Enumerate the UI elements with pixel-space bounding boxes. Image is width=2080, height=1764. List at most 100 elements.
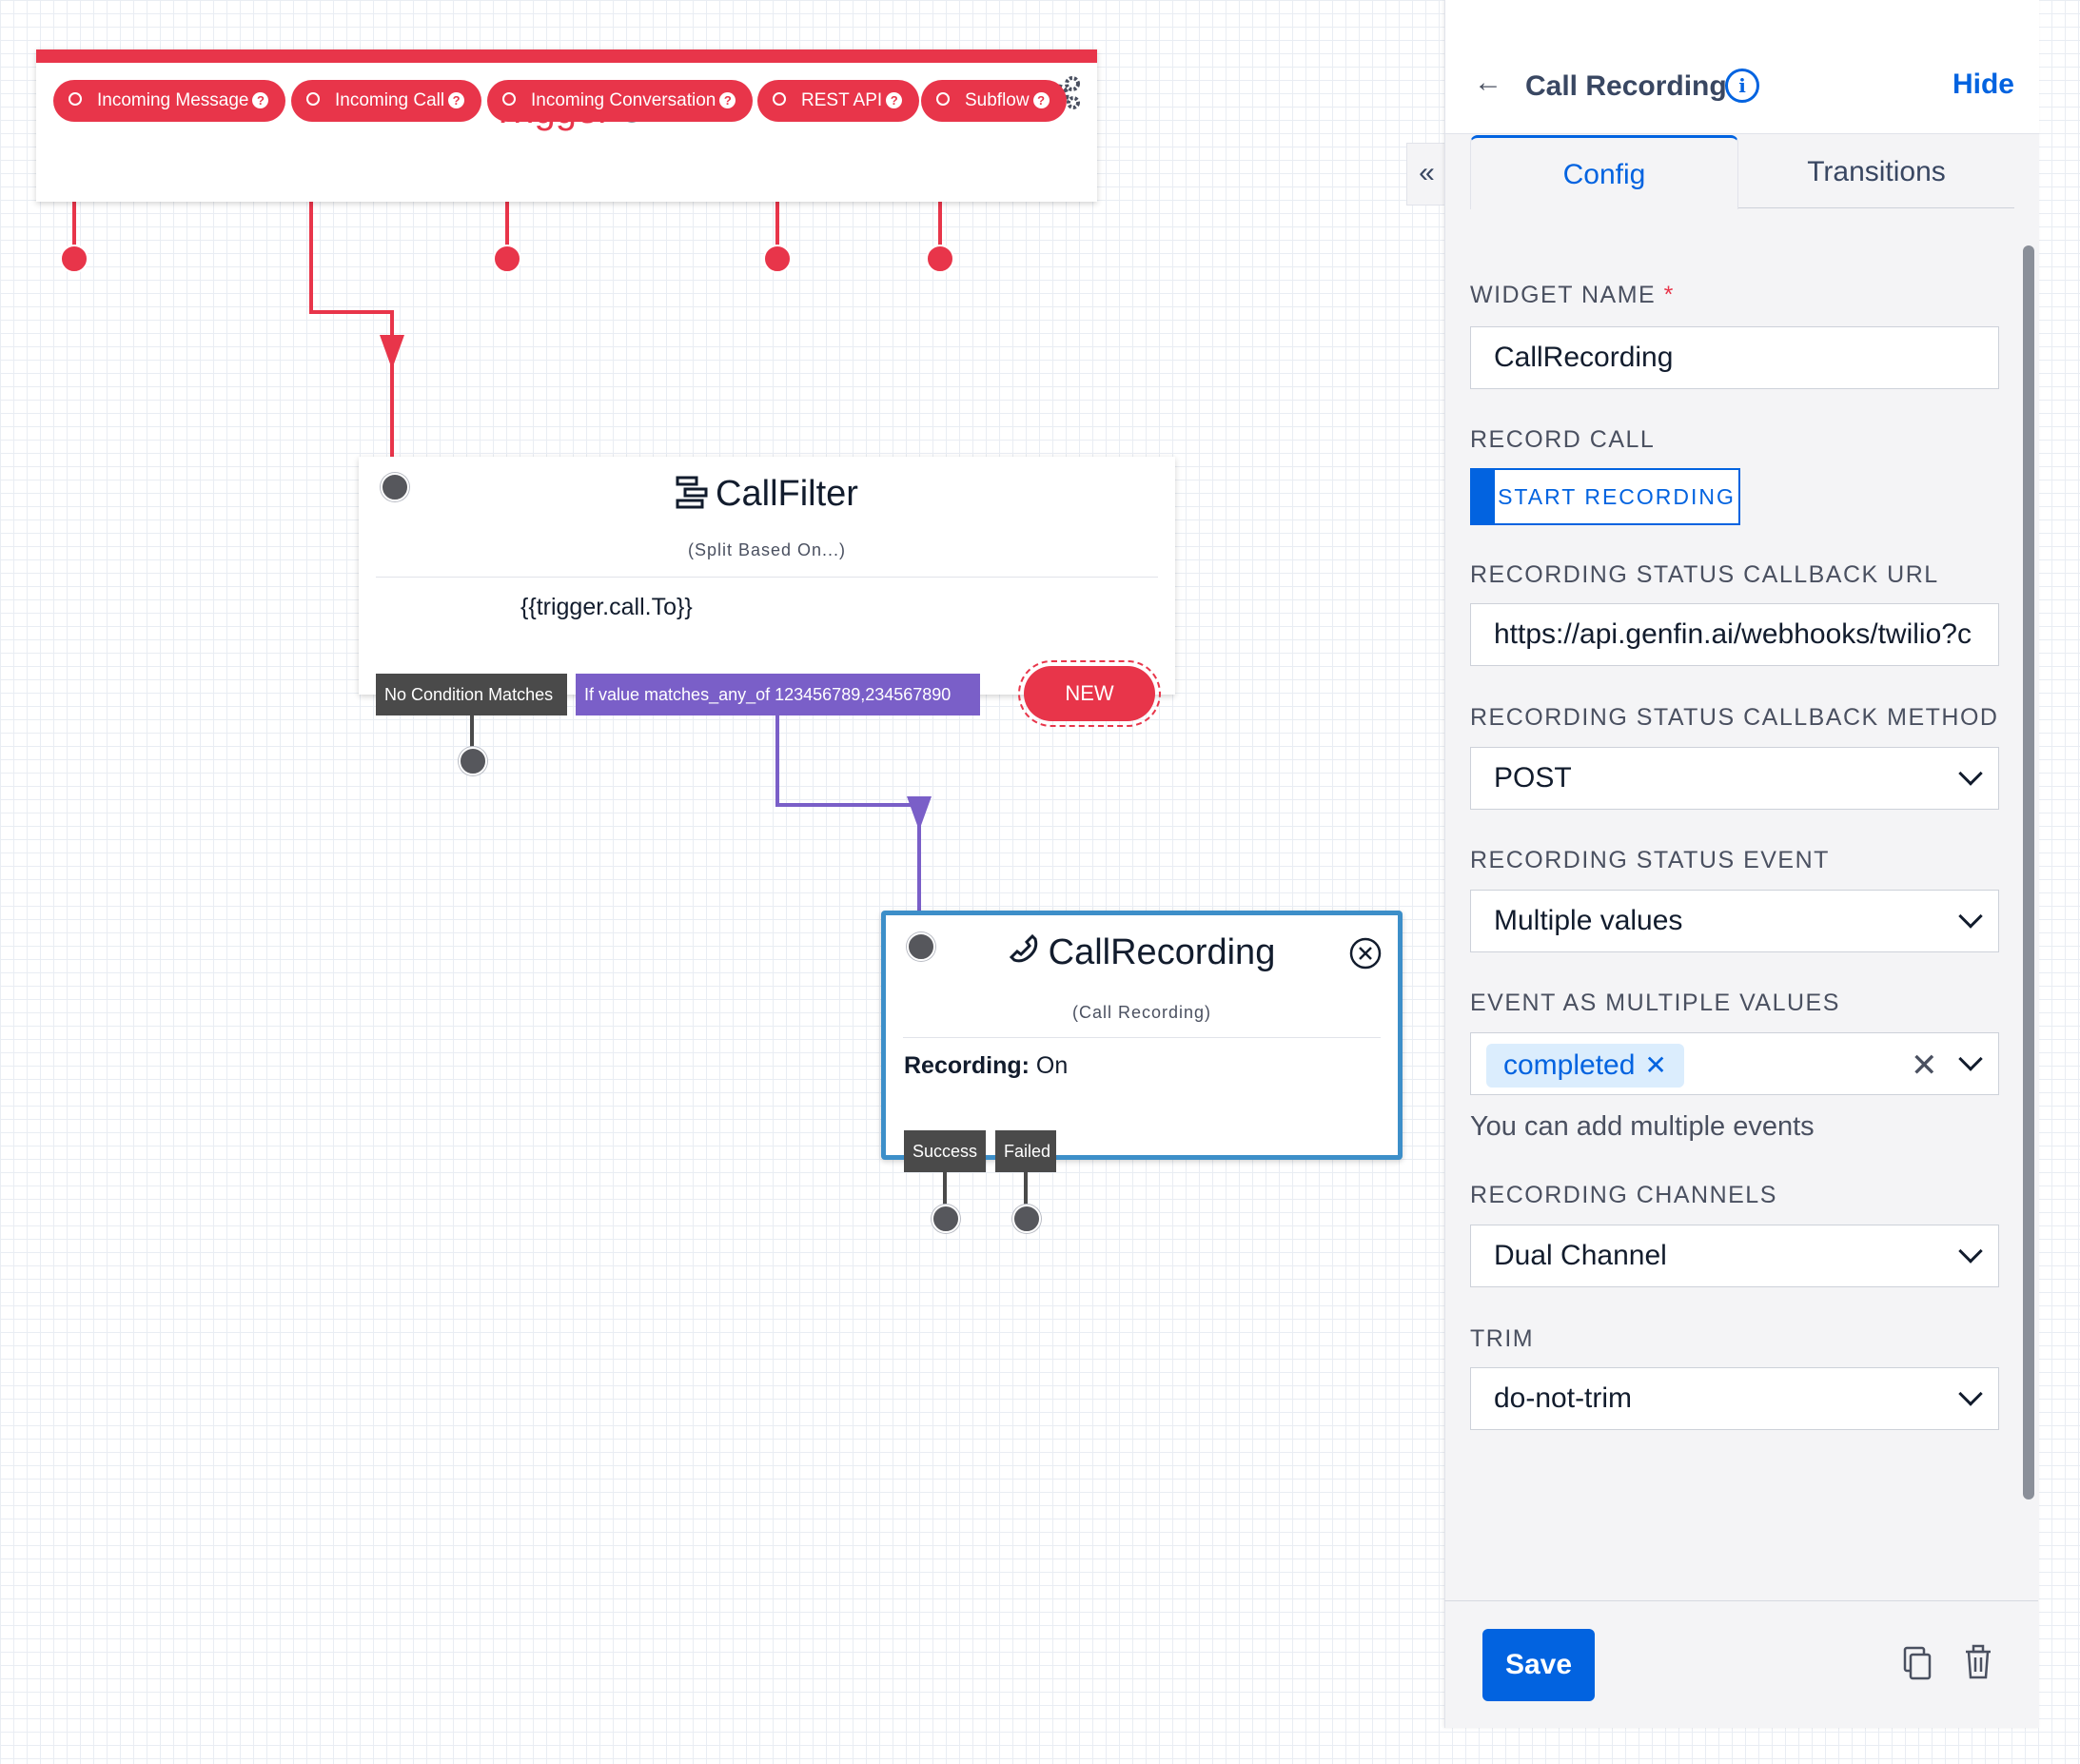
callback-method-select[interactable]: POST — [1470, 747, 1999, 810]
channels-label: RECORDING CHANNELS — [1470, 1182, 1777, 1208]
close-circle-icon[interactable] — [1348, 936, 1383, 975]
chevron-down-icon — [1958, 1239, 1983, 1264]
event-multi-help: You can add multiple events — [1470, 1111, 1815, 1142]
copy-icon[interactable] — [1903, 1646, 1932, 1680]
help-icon[interactable]: ? — [252, 92, 269, 108]
status-event-select[interactable]: Multiple values — [1470, 890, 1999, 952]
recording-label: Recording: — [904, 1052, 1030, 1079]
help-icon[interactable]: ? — [719, 92, 736, 108]
pill-label: Subflow — [965, 90, 1030, 110]
trigger-port-subflow — [926, 245, 954, 273]
port-ring-icon — [773, 92, 786, 106]
trigger-pill-subflow[interactable]: Subflow? — [921, 80, 1067, 122]
arrow-incoming-call — [380, 335, 404, 369]
panel-header: ← Call Recording i Hide — [1445, 0, 2039, 134]
panel-scrollbar[interactable] — [2023, 245, 2034, 1499]
widget-name-input[interactable]: CallRecording — [1470, 326, 1999, 389]
trigger-port-rest-api — [763, 245, 792, 273]
status-event-label: RECORDING STATUS EVENT — [1470, 847, 1830, 873]
remove-chip-icon[interactable]: ✕ — [1644, 1050, 1667, 1080]
status-event-value: Multiple values — [1494, 905, 1683, 936]
channels-value: Dual Channel — [1494, 1240, 1667, 1271]
port-ring-icon — [69, 92, 82, 106]
failed-port[interactable] — [1012, 1205, 1041, 1233]
trim-value: do-not-trim — [1494, 1382, 1633, 1414]
recording-value: On — [1035, 1052, 1069, 1079]
arrow-left-icon[interactable]: ← — [1474, 67, 1502, 98]
no-condition-port[interactable] — [459, 747, 487, 775]
callrecording-subtitle: (Call Recording) — [1071, 1003, 1212, 1022]
tab-config[interactable]: Config — [1470, 135, 1738, 209]
phone-icon — [1009, 933, 1041, 975]
event-chip-completed[interactable]: completed✕ — [1486, 1044, 1684, 1088]
clear-all-icon[interactable]: ✕ — [1911, 1048, 1938, 1084]
trim-select[interactable]: do-not-trim — [1470, 1367, 1999, 1430]
hide-link[interactable]: Hide — [1952, 69, 2014, 100]
transition-condition[interactable]: If value matches_any_of 123456789,234567… — [576, 674, 980, 715]
chevron-down-icon — [1958, 1047, 1983, 1071]
port-ring-icon — [306, 92, 320, 106]
arrow-condition — [907, 796, 932, 831]
start-recording-toggle[interactable]: START RECORDING — [1470, 468, 1740, 525]
callfilter-title-row: CallFilter — [359, 474, 1175, 519]
trigger-port-incoming-message — [60, 245, 88, 273]
callback-url-input[interactable]: https://api.genfin.ai/webhooks/twilio?c — [1470, 603, 1999, 666]
event-multi-label: EVENT AS MULTIPLE VALUES — [1470, 990, 1840, 1016]
success-port[interactable] — [932, 1205, 960, 1233]
trim-label: TRIM — [1470, 1325, 1535, 1352]
divider — [903, 1037, 1381, 1038]
channels-select[interactable]: Dual Channel — [1470, 1225, 1999, 1287]
flow-connections — [60, 183, 1028, 1208]
callback-method-value: POST — [1494, 762, 1572, 794]
chevron-down-icon — [1958, 904, 1983, 929]
config-panel: ← Call Recording i Hide — [1444, 0, 2039, 1728]
footer-divider — [1444, 1600, 2038, 1601]
trigger-pill-incoming-call[interactable]: Incoming Call? — [291, 80, 482, 122]
transition-success[interactable]: Success — [904, 1130, 986, 1172]
callrecording-title: CallRecording — [1048, 932, 1276, 972]
trigger-pill-rest-api[interactable]: REST API? — [757, 80, 920, 122]
callrecording-input-port[interactable] — [907, 932, 935, 961]
recording-status: Recording: On — [904, 1052, 1068, 1080]
transition-no-condition[interactable]: No Condition Matches — [376, 674, 567, 715]
info-icon[interactable]: i — [1725, 69, 1759, 103]
trigger-pill-incoming-conversation[interactable]: Incoming Conversation? — [487, 80, 754, 122]
trigger-widget[interactable]: Trigger ? — [36, 49, 1097, 202]
chevron-down-icon — [1958, 761, 1983, 786]
callrecording-widget[interactable]: CallRecording (Call Recording) Recording… — [881, 911, 1403, 1160]
split-icon — [676, 475, 710, 519]
double-chevron-left-icon[interactable]: « — [1406, 143, 1446, 206]
widget-name-label: WIDGET NAME * — [1470, 282, 1675, 308]
record-call-label: RECORD CALL — [1470, 426, 1656, 453]
chevron-down-icon — [1958, 1382, 1983, 1406]
callfilter-input-port[interactable] — [381, 473, 409, 501]
help-icon[interactable]: ? — [1032, 92, 1050, 108]
save-button[interactable]: Save — [1482, 1629, 1595, 1701]
pill-label: Incoming Message — [97, 90, 249, 110]
new-transition-button[interactable]: NEW — [1018, 660, 1161, 727]
divider — [376, 577, 1158, 578]
tab-transitions[interactable]: Transitions — [1807, 156, 1946, 187]
help-icon[interactable]: ? — [448, 92, 465, 108]
callfilter-widget[interactable]: CallFilter (Split Based On...) {{trigger… — [359, 457, 1175, 695]
callback-url-label: RECORDING STATUS CALLBACK URL — [1470, 561, 1939, 588]
required-marker: * — [1663, 282, 1675, 308]
pill-label: REST API — [801, 90, 883, 110]
help-icon[interactable]: ? — [886, 92, 903, 108]
trigger-port-incoming-conversation — [493, 245, 521, 273]
callrecording-title-row: CallRecording — [886, 932, 1398, 975]
wire-incoming-call — [309, 183, 394, 457]
callfilter-variable: {{trigger.call.To}} — [520, 594, 693, 620]
port-ring-icon — [936, 92, 950, 106]
trash-icon[interactable] — [1964, 1644, 1992, 1680]
panel-title: Call Recording — [1525, 70, 1727, 102]
callfilter-title: CallFilter — [716, 474, 858, 514]
transition-failed[interactable]: Failed — [995, 1130, 1056, 1172]
tab-underline — [1738, 207, 2014, 208]
wire-condition — [775, 715, 921, 919]
callback-method-label: RECORDING STATUS CALLBACK METHOD — [1470, 704, 1999, 731]
port-ring-icon — [502, 92, 516, 106]
trigger-pill-incoming-message[interactable]: Incoming Message? — [53, 80, 286, 122]
pill-label: Incoming Conversation — [531, 90, 716, 110]
